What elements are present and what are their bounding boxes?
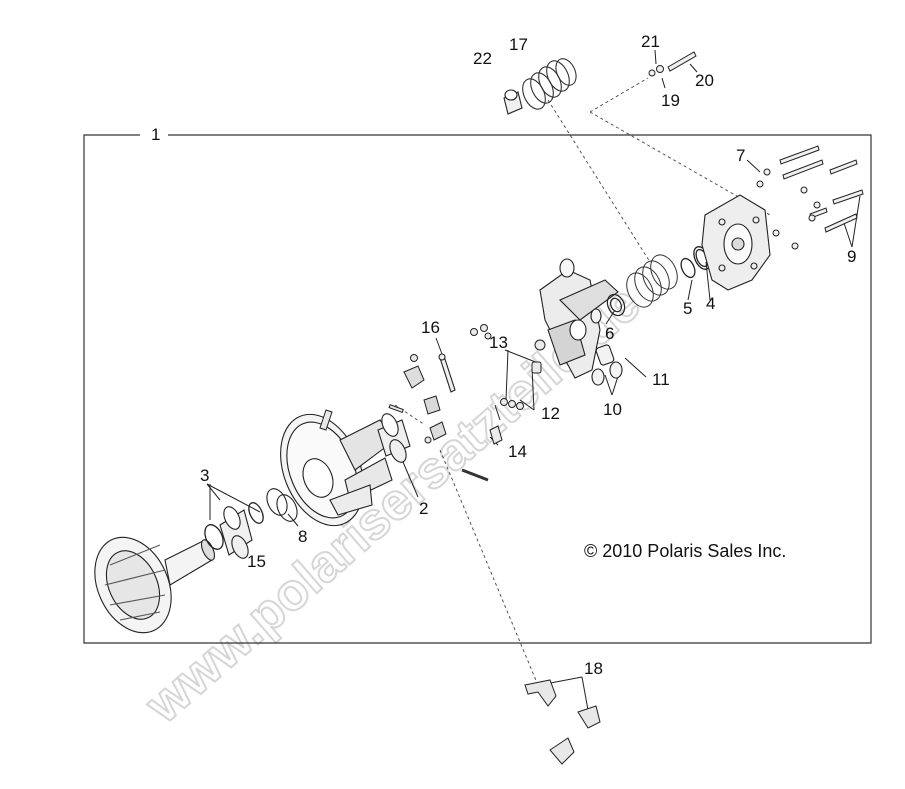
callout-2: 2 [419,499,429,518]
callout-4: 4 [706,294,716,313]
spring-part [522,58,577,110]
copyright-notice: © 2010 Polaris Sales Inc. [584,541,787,561]
callout-17: 17 [509,35,528,54]
pin-part [438,353,456,393]
hardware-small-parts [319,354,489,482]
assembly-frame [83,134,872,644]
callout-1: 1 [151,125,161,144]
stationary-sheave-part [94,536,216,634]
callout-20: 20 [695,71,714,90]
roller-assembly-part [470,324,546,445]
bushing-part [219,506,253,559]
callout-15: 15 [247,552,266,571]
callout-22: 22 [473,49,492,68]
spacer-ring-part [204,502,264,550]
moveable-sheave-part [280,413,396,527]
spider-bushing-part [377,413,411,463]
callout-21: 21 [641,32,660,51]
callout-11: 11 [652,370,670,389]
callout-19: 19 [661,91,680,110]
callout-16: 16 [421,318,440,337]
callout-8: 8 [298,527,308,546]
cover-bushing-part [606,293,626,317]
callout-18: 18 [584,659,603,678]
callout-9: 9 [847,247,857,266]
callout-7: 7 [736,146,746,165]
callout-5: 5 [683,299,693,318]
callout-3: 3 [200,466,210,485]
top-bolt-part [648,51,697,77]
cover-bolts-part [756,145,864,250]
callout-13: 13 [489,333,508,352]
sheave-bushing-part [266,488,298,522]
shift-weights-part [524,679,601,765]
spring-installed-part [626,254,678,308]
top-bushing-part [503,89,523,115]
clutch-cover-part [701,194,771,291]
callout-6: 6 [605,324,615,343]
callout-10: 10 [603,400,622,419]
callout-14: 14 [508,442,527,461]
spider-part [539,258,623,386]
callout-12: 12 [541,404,560,423]
